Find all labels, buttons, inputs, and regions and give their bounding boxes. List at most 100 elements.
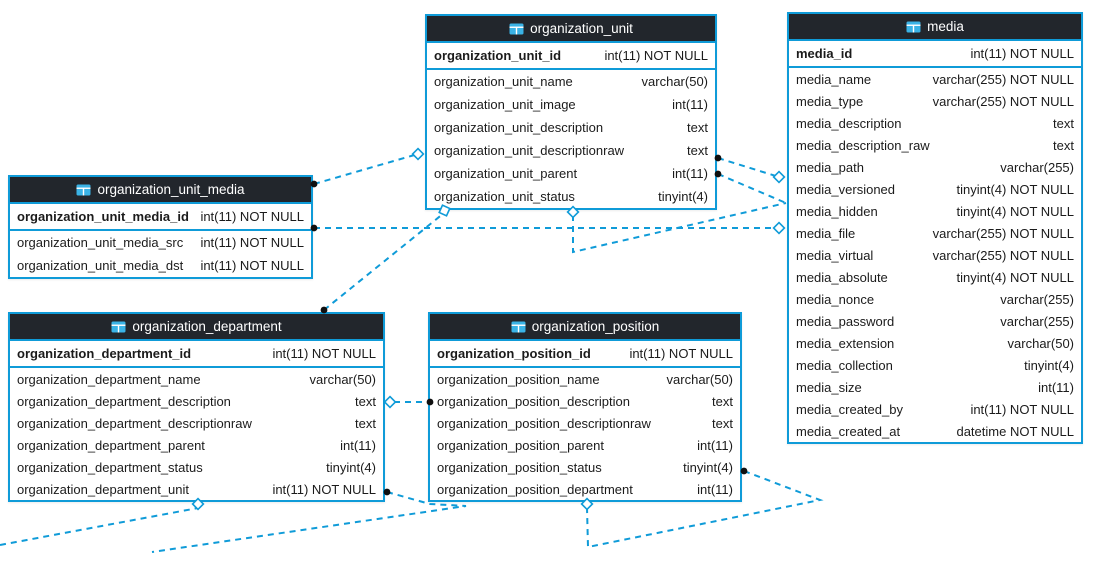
- column-row: organization_position_parent int(11): [430, 434, 740, 456]
- table-header[interactable]: organization_unit: [427, 16, 715, 43]
- column-type: text: [687, 143, 708, 158]
- column-type: tinyint(4): [683, 459, 733, 475]
- table-header[interactable]: media: [789, 14, 1081, 41]
- column-type: tinyint(4) NOT NULL: [956, 203, 1074, 219]
- column-type: datetime NOT NULL: [956, 423, 1074, 439]
- table-header[interactable]: organization_department: [10, 314, 383, 341]
- primary-key-type: int(11) NOT NULL: [272, 346, 376, 361]
- column-type: text: [712, 415, 733, 431]
- column-row: organization_department_descriptionraw te…: [10, 412, 383, 434]
- column-name: organization_department_descriptionraw: [17, 415, 252, 431]
- primary-key-row: organization_unit_media_id int(11) NOT NU…: [10, 204, 311, 231]
- column-type: varchar(255) NOT NULL: [932, 225, 1074, 241]
- column-type: text: [1053, 115, 1074, 131]
- column-type: varchar(50): [641, 74, 708, 89]
- relationship-line-od-self[interactable]: [151, 491, 467, 553]
- column-name: media_virtual: [796, 247, 874, 263]
- column-type: varchar(255): [1000, 291, 1074, 307]
- column-name: media_versioned: [796, 181, 896, 197]
- column-name: media_type: [796, 93, 864, 109]
- column-type: text: [712, 393, 733, 409]
- relationship-line-od-self-riser[interactable]: [0, 507, 199, 546]
- relationship-line-op-self[interactable]: [586, 470, 824, 549]
- column-type: varchar(50): [666, 371, 733, 387]
- column-name: media_collection: [796, 357, 893, 373]
- column-row: media_name varchar(255) NOT NULL: [789, 68, 1081, 90]
- column-type: int(11) NOT NULL: [200, 258, 304, 273]
- table-header[interactable]: organization_position: [430, 314, 740, 341]
- column-name: media_created_at: [796, 423, 901, 439]
- column-row: media_file varchar(255) NOT NULL: [789, 222, 1081, 244]
- column-name: organization_unit_parent: [434, 166, 578, 181]
- column-row: organization_position_name varchar(50): [430, 368, 740, 390]
- table-organization-position[interactable]: organization_position organization_positi…: [428, 312, 742, 502]
- column-type: int(11): [697, 437, 733, 453]
- relationship-line-ou-media-3[interactable]: [572, 202, 787, 254]
- relationship-line-od-ou[interactable]: [323, 212, 445, 311]
- column-type: int(11): [672, 97, 708, 112]
- column-name: organization_department_description: [17, 393, 231, 409]
- table-icon: [511, 321, 526, 332]
- column-name: organization_position_department: [437, 481, 633, 497]
- column-type: int(11) NOT NULL: [970, 401, 1074, 417]
- column-name: media_password: [796, 313, 895, 329]
- column-type: varchar(255): [1000, 159, 1074, 175]
- relationship-line-oum-ou[interactable]: [313, 153, 419, 185]
- column-name: media_description: [796, 115, 902, 131]
- column-name: organization_position_status: [437, 459, 602, 475]
- column-row: media_description text: [789, 112, 1081, 134]
- primary-key-name: organization_position_id: [437, 346, 591, 361]
- column-type: varchar(255) NOT NULL: [932, 71, 1074, 87]
- primary-key-row: organization_department_id int(11) NOT NU…: [10, 341, 383, 368]
- relationship-line-ou-media-2[interactable]: [717, 173, 787, 204]
- column-type: varchar(255) NOT NULL: [932, 93, 1074, 109]
- column-type: int(11): [1038, 379, 1074, 395]
- column-name: organization_position_name: [437, 371, 600, 387]
- column-name: media_created_by: [796, 401, 903, 417]
- column-type: varchar(50): [1007, 335, 1074, 351]
- column-row: media_path varchar(255): [789, 156, 1081, 178]
- column-name: organization_unit_image: [434, 97, 576, 112]
- column-name: organization_unit_name: [434, 74, 573, 89]
- column-name: organization_unit_status: [434, 189, 575, 204]
- column-name: media_name: [796, 71, 872, 87]
- column-name: media_size: [796, 379, 862, 395]
- column-name: organization_department_unit: [17, 481, 190, 497]
- column-name: media_path: [796, 159, 864, 175]
- primary-key-type: int(11) NOT NULL: [200, 209, 304, 224]
- column-type: int(11): [697, 481, 733, 497]
- column-type: text: [355, 415, 376, 431]
- column-type: int(11): [340, 437, 376, 453]
- primary-key-name: organization_department_id: [17, 346, 192, 361]
- column-name: organization_position_parent: [437, 437, 604, 453]
- primary-key-name: organization_unit_media_id: [17, 209, 189, 224]
- column-name: media_nonce: [796, 291, 875, 307]
- column-type: tinyint(4): [1024, 357, 1074, 373]
- column-row: organization_position_department int(11): [430, 478, 740, 500]
- column-row: media_collection tinyint(4): [789, 354, 1081, 376]
- column-row: organization_unit_name varchar(50): [427, 70, 715, 93]
- column-type: tinyint(4): [658, 189, 708, 204]
- table-header[interactable]: organization_unit_media: [10, 177, 311, 204]
- relationship-line-ou-media-1[interactable]: [717, 157, 780, 178]
- one-end-diamond: [772, 170, 786, 184]
- column-name: organization_department_status: [17, 459, 203, 475]
- column-name: media_file: [796, 225, 856, 241]
